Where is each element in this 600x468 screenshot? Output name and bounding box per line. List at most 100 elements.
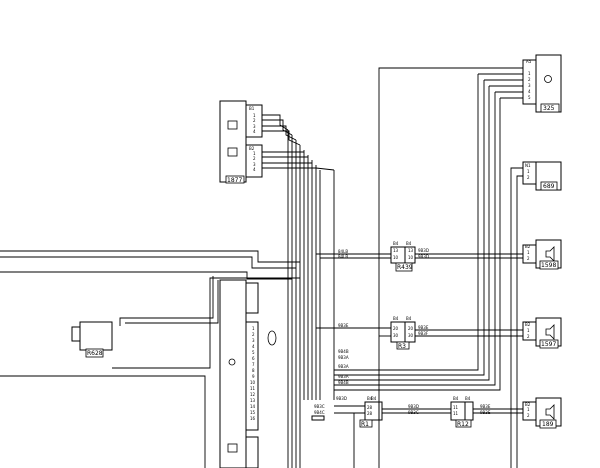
pin-r1-2: 28	[367, 405, 373, 410]
pin-r3-0: B4	[393, 316, 399, 321]
harness-pin: 12	[250, 392, 256, 397]
label-1598: 1598	[541, 262, 556, 269]
pin-689-2: 2	[527, 175, 530, 180]
pin-325-2: 2	[528, 77, 531, 82]
pin-r3-5: 30	[408, 333, 414, 338]
wire-code: 9B4B	[338, 380, 349, 385]
pin-689-0: N1	[525, 163, 531, 168]
pin-189-1: 1	[527, 407, 530, 412]
pin-r3-3: 20	[408, 326, 414, 331]
pin-1877b-3: 3	[253, 162, 256, 167]
pin-r439-3: 13	[408, 248, 414, 253]
label-R12: R12	[457, 421, 469, 428]
harness-pin: 4	[252, 344, 255, 349]
pin-1877b-2: 2	[253, 156, 256, 161]
pin-189-0: B2	[525, 402, 531, 407]
wire-code: 9B3D	[408, 404, 419, 409]
component-325: 325	[334, 54, 562, 468]
pin-r439-4: 10	[393, 255, 399, 260]
harness-pin: 13	[250, 398, 256, 403]
component-1598: 1598	[522, 239, 562, 270]
harness-pin: 10	[250, 380, 256, 385]
wire-code: 84LB	[338, 249, 348, 254]
wire-code: 9B3A	[338, 364, 349, 369]
pin-1877b-4: 4	[253, 167, 256, 172]
pin-325-0: A5	[526, 59, 532, 64]
label-189: 189	[542, 421, 554, 428]
pin-1877a-3: 3	[253, 124, 256, 129]
pin-r12-0: B4	[453, 396, 459, 401]
wire-code: 9B3E	[418, 325, 429, 330]
wire-code: 9B3C	[314, 404, 325, 409]
left-feed-wires	[0, 250, 300, 468]
component-689: 689	[510, 161, 562, 468]
pin-1877b-0: B2	[249, 146, 255, 151]
pin-r12-2: 11	[453, 405, 459, 410]
harness-pin: 6	[252, 356, 255, 361]
pin-r12-1: B4	[465, 396, 471, 401]
wire-codes: 84LB 84LB 9B3D 9B3D 9B3E 9B3E 9B3F 9B4B …	[314, 248, 491, 415]
pin-r439-2: 13	[393, 248, 399, 253]
pin-r439-0: B4	[393, 241, 399, 246]
harness-pin: 2	[252, 332, 255, 337]
pin-r3-2: 20	[393, 326, 399, 331]
pin-r439-5: 10	[408, 255, 414, 260]
pin-1598-1: 1	[527, 250, 530, 255]
wire-code: 9B3A	[338, 355, 349, 360]
pin-r3-1: B4	[406, 316, 412, 321]
harness-pin: 15	[250, 410, 256, 415]
pin-1877a-0: B1	[249, 106, 255, 111]
harness-pin: 8	[252, 368, 255, 373]
pin-1877a-1: 1	[253, 113, 256, 118]
harness-pin: 1	[252, 326, 255, 331]
label-R1: R1	[361, 421, 369, 428]
pin-1597-2: 2	[527, 334, 530, 339]
label-R439: R439	[397, 264, 413, 271]
wires-1877	[262, 114, 335, 171]
pin-325-3: 3	[528, 83, 531, 88]
pin-r1-3: 28	[367, 411, 373, 416]
central-connector	[219, 279, 325, 468]
pin-r12-3: 11	[453, 411, 459, 416]
wire-code: 9B4C	[314, 410, 325, 415]
pin-1598-2: 2	[527, 256, 530, 261]
pin-1598-0: B2	[525, 244, 531, 249]
component-R628: R628	[71, 321, 113, 358]
harness-pin: 14	[250, 404, 256, 409]
pin-1877b-1: 1	[253, 151, 256, 156]
wire-code: 9B3A	[338, 374, 349, 379]
pin-r439-1: B4	[406, 241, 412, 246]
pin-1597-1: 1	[527, 328, 530, 333]
harness-pin: 9	[252, 374, 255, 379]
pin-689-1: 1	[527, 169, 530, 174]
label-689: 689	[543, 183, 555, 190]
wire-code: 84LB	[338, 254, 348, 259]
wire-code: 9B3E	[480, 410, 491, 415]
component-1597: 1597	[522, 317, 562, 349]
connector-R439: R439	[316, 246, 523, 272]
connector-R1: R1	[334, 401, 451, 468]
pin-1877a-4: 4	[253, 129, 256, 134]
connector-R3: R3	[316, 321, 523, 350]
pin-1597-0: B2	[525, 322, 531, 327]
pin-labels: A5 1 2 3 4 5 B1 1 2 3 4 B2 1 2 3 4 N1 1 …	[249, 59, 532, 418]
component-1877: 1877	[219, 100, 263, 184]
harness-pin: 16	[250, 416, 256, 421]
harness-bundle	[287, 130, 335, 468]
harness-pin: 7	[252, 362, 255, 367]
label-R628: R628	[87, 350, 103, 357]
harness-pin-numbers: 1 2 3 4 5 6 7 8 9 10 11 12 13 14 15 16	[250, 326, 256, 421]
harness-pin: 5	[252, 350, 255, 355]
label-1597: 1597	[541, 341, 556, 348]
pin-189-2: 2	[527, 413, 530, 418]
label-325: 325	[543, 105, 555, 112]
harness-pin: 11	[250, 386, 256, 391]
pin-1877a-2: 2	[253, 118, 256, 123]
connector-R12: R12	[450, 401, 523, 428]
pin-325-5: 5	[528, 95, 531, 100]
wire-code: 9B3D	[418, 248, 429, 253]
component-189: 189	[522, 397, 562, 429]
pin-r3-4: 30	[393, 333, 399, 338]
wire-code: 9B3C	[408, 410, 419, 415]
